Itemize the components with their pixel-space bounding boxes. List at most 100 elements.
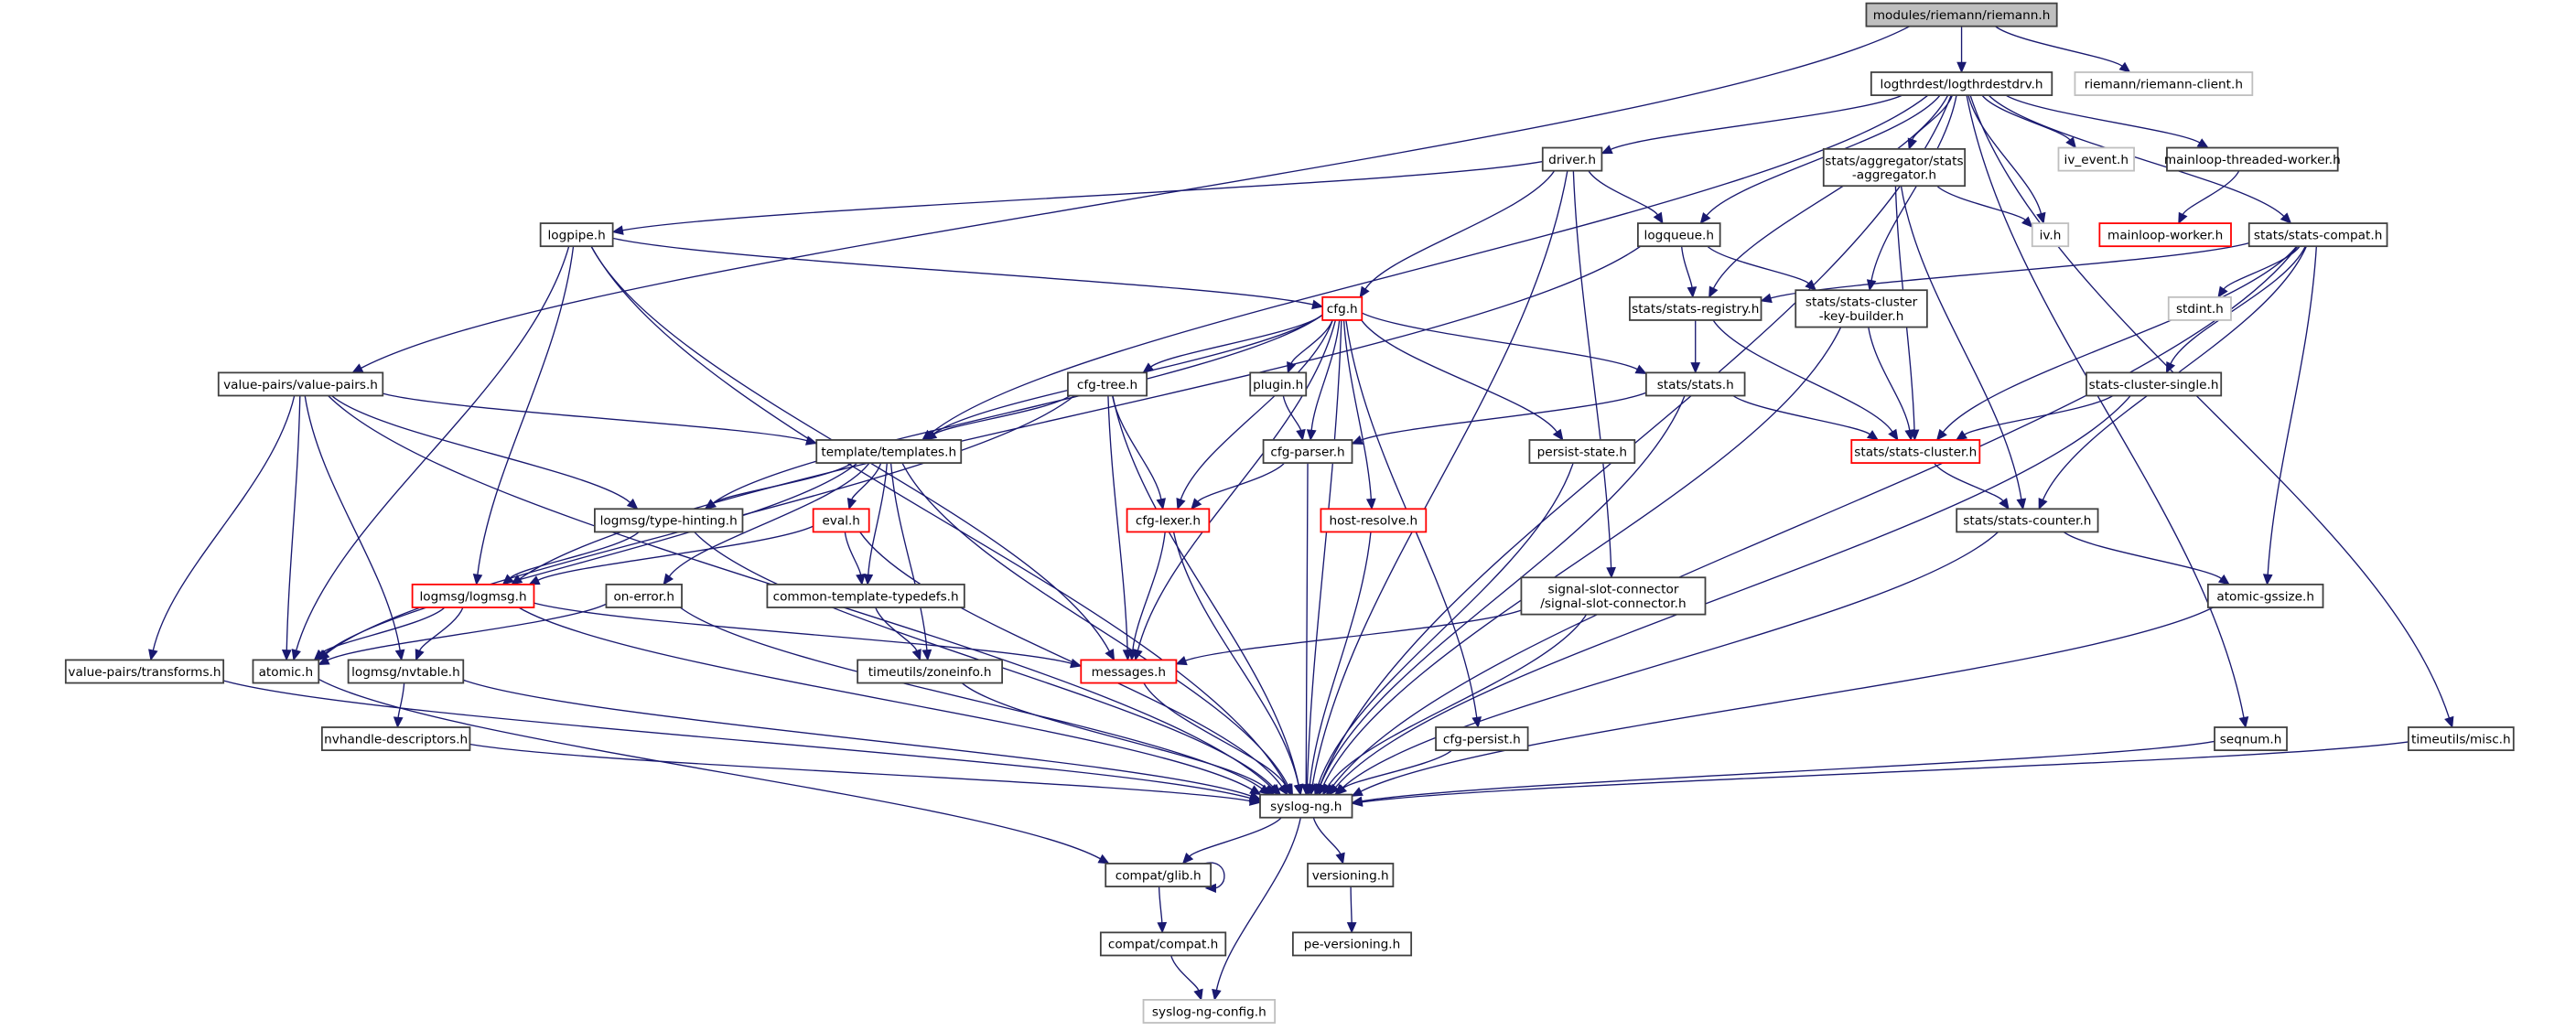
node-cfg-parser[interactable]: cfg-parser.h <box>1262 439 1353 464</box>
node-nvhandle-descriptors[interactable]: nvhandle-descriptors.h <box>320 726 471 752</box>
edge-logmsg-to-syslog_ng <box>518 607 1262 796</box>
node-syslog-ng[interactable]: syslog-ng.h <box>1259 793 1353 819</box>
node-driver[interactable]: driver.h <box>1541 146 1603 172</box>
node-label: versioning.h <box>1312 868 1389 883</box>
edge-stats_registry-to-stats <box>1690 319 1701 374</box>
node-stats[interactable]: stats/stats.h <box>1644 371 1746 397</box>
node-type-hinting[interactable]: logmsg/type-hinting.h <box>593 508 744 533</box>
node-logpipe[interactable]: logpipe.h <box>539 222 614 248</box>
node-signal-slot-connector[interactable]: signal-slot-connector/signal-slot-connec… <box>1520 576 1707 616</box>
node-host-resolve[interactable]: host-resolve.h <box>1320 508 1428 533</box>
arrowhead <box>1687 286 1698 298</box>
node-versioning[interactable]: versioning.h <box>1307 863 1395 887</box>
edge-line <box>1342 531 1999 789</box>
node-messages[interactable]: messages.h <box>1080 659 1178 684</box>
edge-cfg_parser-to-cfg_lexer <box>1191 462 1286 510</box>
node-label: riemann/riemann-client.h <box>2085 77 2243 91</box>
node-transforms[interactable]: value-pairs/transforms.h <box>64 659 225 684</box>
node-label: persist-state.h <box>1537 445 1627 459</box>
edge-logthrdestdrv-to-driver <box>1601 94 1903 155</box>
edge-cfg_tree-to-cfg_lexer <box>1111 395 1166 510</box>
node-atomic-gssize[interactable]: atomic-gssize.h <box>2206 583 2324 608</box>
arrowhead <box>2038 497 2048 510</box>
node-stats-aggregator[interactable]: stats/aggregator/stats-aggregator.h <box>1822 147 1967 188</box>
node-cfg-persist[interactable]: cfg-persist.h <box>1435 726 1529 752</box>
node-nvtable[interactable]: logmsg/nvtable.h <box>347 659 465 684</box>
node-compat[interactable]: compat/compat.h <box>1099 931 1227 957</box>
node-stats-compat[interactable]: stats/stats-compat.h <box>2247 222 2388 248</box>
edge-line <box>1572 170 1612 568</box>
edge-line <box>1107 395 1128 650</box>
arrowhead <box>911 649 922 661</box>
node-common-template-typedefs[interactable]: common-template-typedefs.h <box>766 583 965 608</box>
node-syslog-ng-config[interactable]: syslog-ng-config.h <box>1142 999 1277 1024</box>
arrowhead <box>1351 435 1363 445</box>
node-label: stats/stats-cluster.h <box>1854 445 1977 459</box>
edge-line <box>1988 94 2285 218</box>
node-iv-event[interactable]: iv_event.h <box>2057 146 2135 172</box>
node-box <box>2214 726 2288 752</box>
edge-stats_cluster_key_builder-to-stats_cluster <box>1868 327 1914 442</box>
edge-logmsg-to-nvtable <box>415 607 464 661</box>
edge-line <box>1320 395 1686 786</box>
edge-plugin-to-cfg_parser <box>1282 395 1306 442</box>
edge-stats_cluster_single-to-stats_cluster <box>1955 394 2114 441</box>
node-on-error[interactable]: on-error.h <box>605 583 683 608</box>
node-stdint[interactable]: stdint.h <box>2167 295 2232 321</box>
arrowhead <box>1601 145 1613 155</box>
node-riemann[interactable]: modules/riemann/riemann.h <box>1865 2 2058 27</box>
node-label: logthrdest/logthrdestdrv.h <box>1881 77 2043 91</box>
node-value-pairs[interactable]: value-pairs/value-pairs.h <box>217 371 384 397</box>
node-cfg[interactable]: cfg.h <box>1321 295 1363 321</box>
edge-versioning-to-pe_versioning <box>1346 886 1357 934</box>
node-atomic[interactable]: atomic.h <box>252 659 320 684</box>
edge-persist_state-to-syslog_ng <box>1313 462 1574 796</box>
edge-line <box>1311 170 1568 786</box>
node-riemann-client[interactable]: riemann/riemann-client.h <box>2074 71 2254 96</box>
edge-line <box>1966 94 2245 718</box>
node-plugin[interactable]: plugin.h <box>1249 371 1308 397</box>
node-persist-state[interactable]: persist-state.h <box>1528 439 1636 464</box>
arrowhead <box>1248 796 1262 806</box>
node-stats-registry[interactable]: stats/stats-registry.h <box>1629 295 1762 321</box>
edge-syslog_ng-to-glib <box>1181 817 1282 865</box>
node-stats-cluster-key-builder[interactable]: stats/stats-cluster-key-builder.h <box>1795 289 1928 328</box>
node-stats-cluster[interactable]: stats/stats-cluster.h <box>1850 439 1981 464</box>
node-mainloop-threaded-worker[interactable]: mainloop-threaded-worker.h <box>2164 146 2341 172</box>
edge-templates-to-atomic <box>316 462 858 661</box>
node-stats-cluster-single[interactable]: stats-cluster-single.h <box>2086 371 2223 397</box>
node-glib[interactable]: compat/glib.h <box>1105 863 1213 887</box>
arrowhead <box>1157 921 1168 934</box>
node-logmsg[interactable]: logmsg/logmsg.h <box>411 583 535 608</box>
node-seqnum[interactable]: seqnum.h <box>2214 726 2288 752</box>
edge-cfg-to-messages <box>1133 319 1337 661</box>
node-pe-versioning[interactable]: pe-versioning.h <box>1291 931 1413 957</box>
edge-cfg-to-stats <box>1361 312 1647 374</box>
edge-line <box>712 314 1323 504</box>
node-box <box>217 371 384 397</box>
edge-atomic_gssize-to-syslog_ng <box>1351 607 2214 797</box>
node-eval[interactable]: eval.h <box>812 508 870 533</box>
edge-cfg-to-host_resolve <box>1342 319 1376 510</box>
node-templates[interactable]: template/templates.h <box>815 439 963 464</box>
edge-line <box>1305 463 1309 785</box>
arrowhead <box>2165 361 2176 374</box>
node-timeutils-misc[interactable]: timeutils/misc.h <box>2407 726 2515 752</box>
node-box <box>2074 71 2254 96</box>
arrowhead <box>863 574 874 585</box>
edge-line <box>1361 312 1638 371</box>
arrowhead <box>1351 787 1363 797</box>
node-cfg-lexer[interactable]: cfg-lexer.h <box>1126 508 1211 533</box>
edge-templates-to-eval <box>846 462 882 510</box>
node-box <box>2206 583 2324 608</box>
node-logthrdestdrv[interactable]: logthrdest/logthrdestdrv.h <box>1870 71 2053 96</box>
node-stats-counter[interactable]: stats/stats-counter.h <box>1956 508 2099 533</box>
node-zoneinfo[interactable]: timeutils/zoneinfo.h <box>857 659 1004 684</box>
edge-line <box>534 602 1072 664</box>
arrowhead <box>2118 61 2131 73</box>
node-iv[interactable]: iv.h <box>2031 222 2070 248</box>
node-mainloop-worker[interactable]: mainloop-worker.h <box>2098 222 2232 248</box>
edge-stats_compat-to-stats_cluster_single <box>2165 245 2306 374</box>
node-cfg-tree[interactable]: cfg-tree.h <box>1067 371 1148 397</box>
node-logqueue[interactable]: logqueue.h <box>1636 222 1721 248</box>
